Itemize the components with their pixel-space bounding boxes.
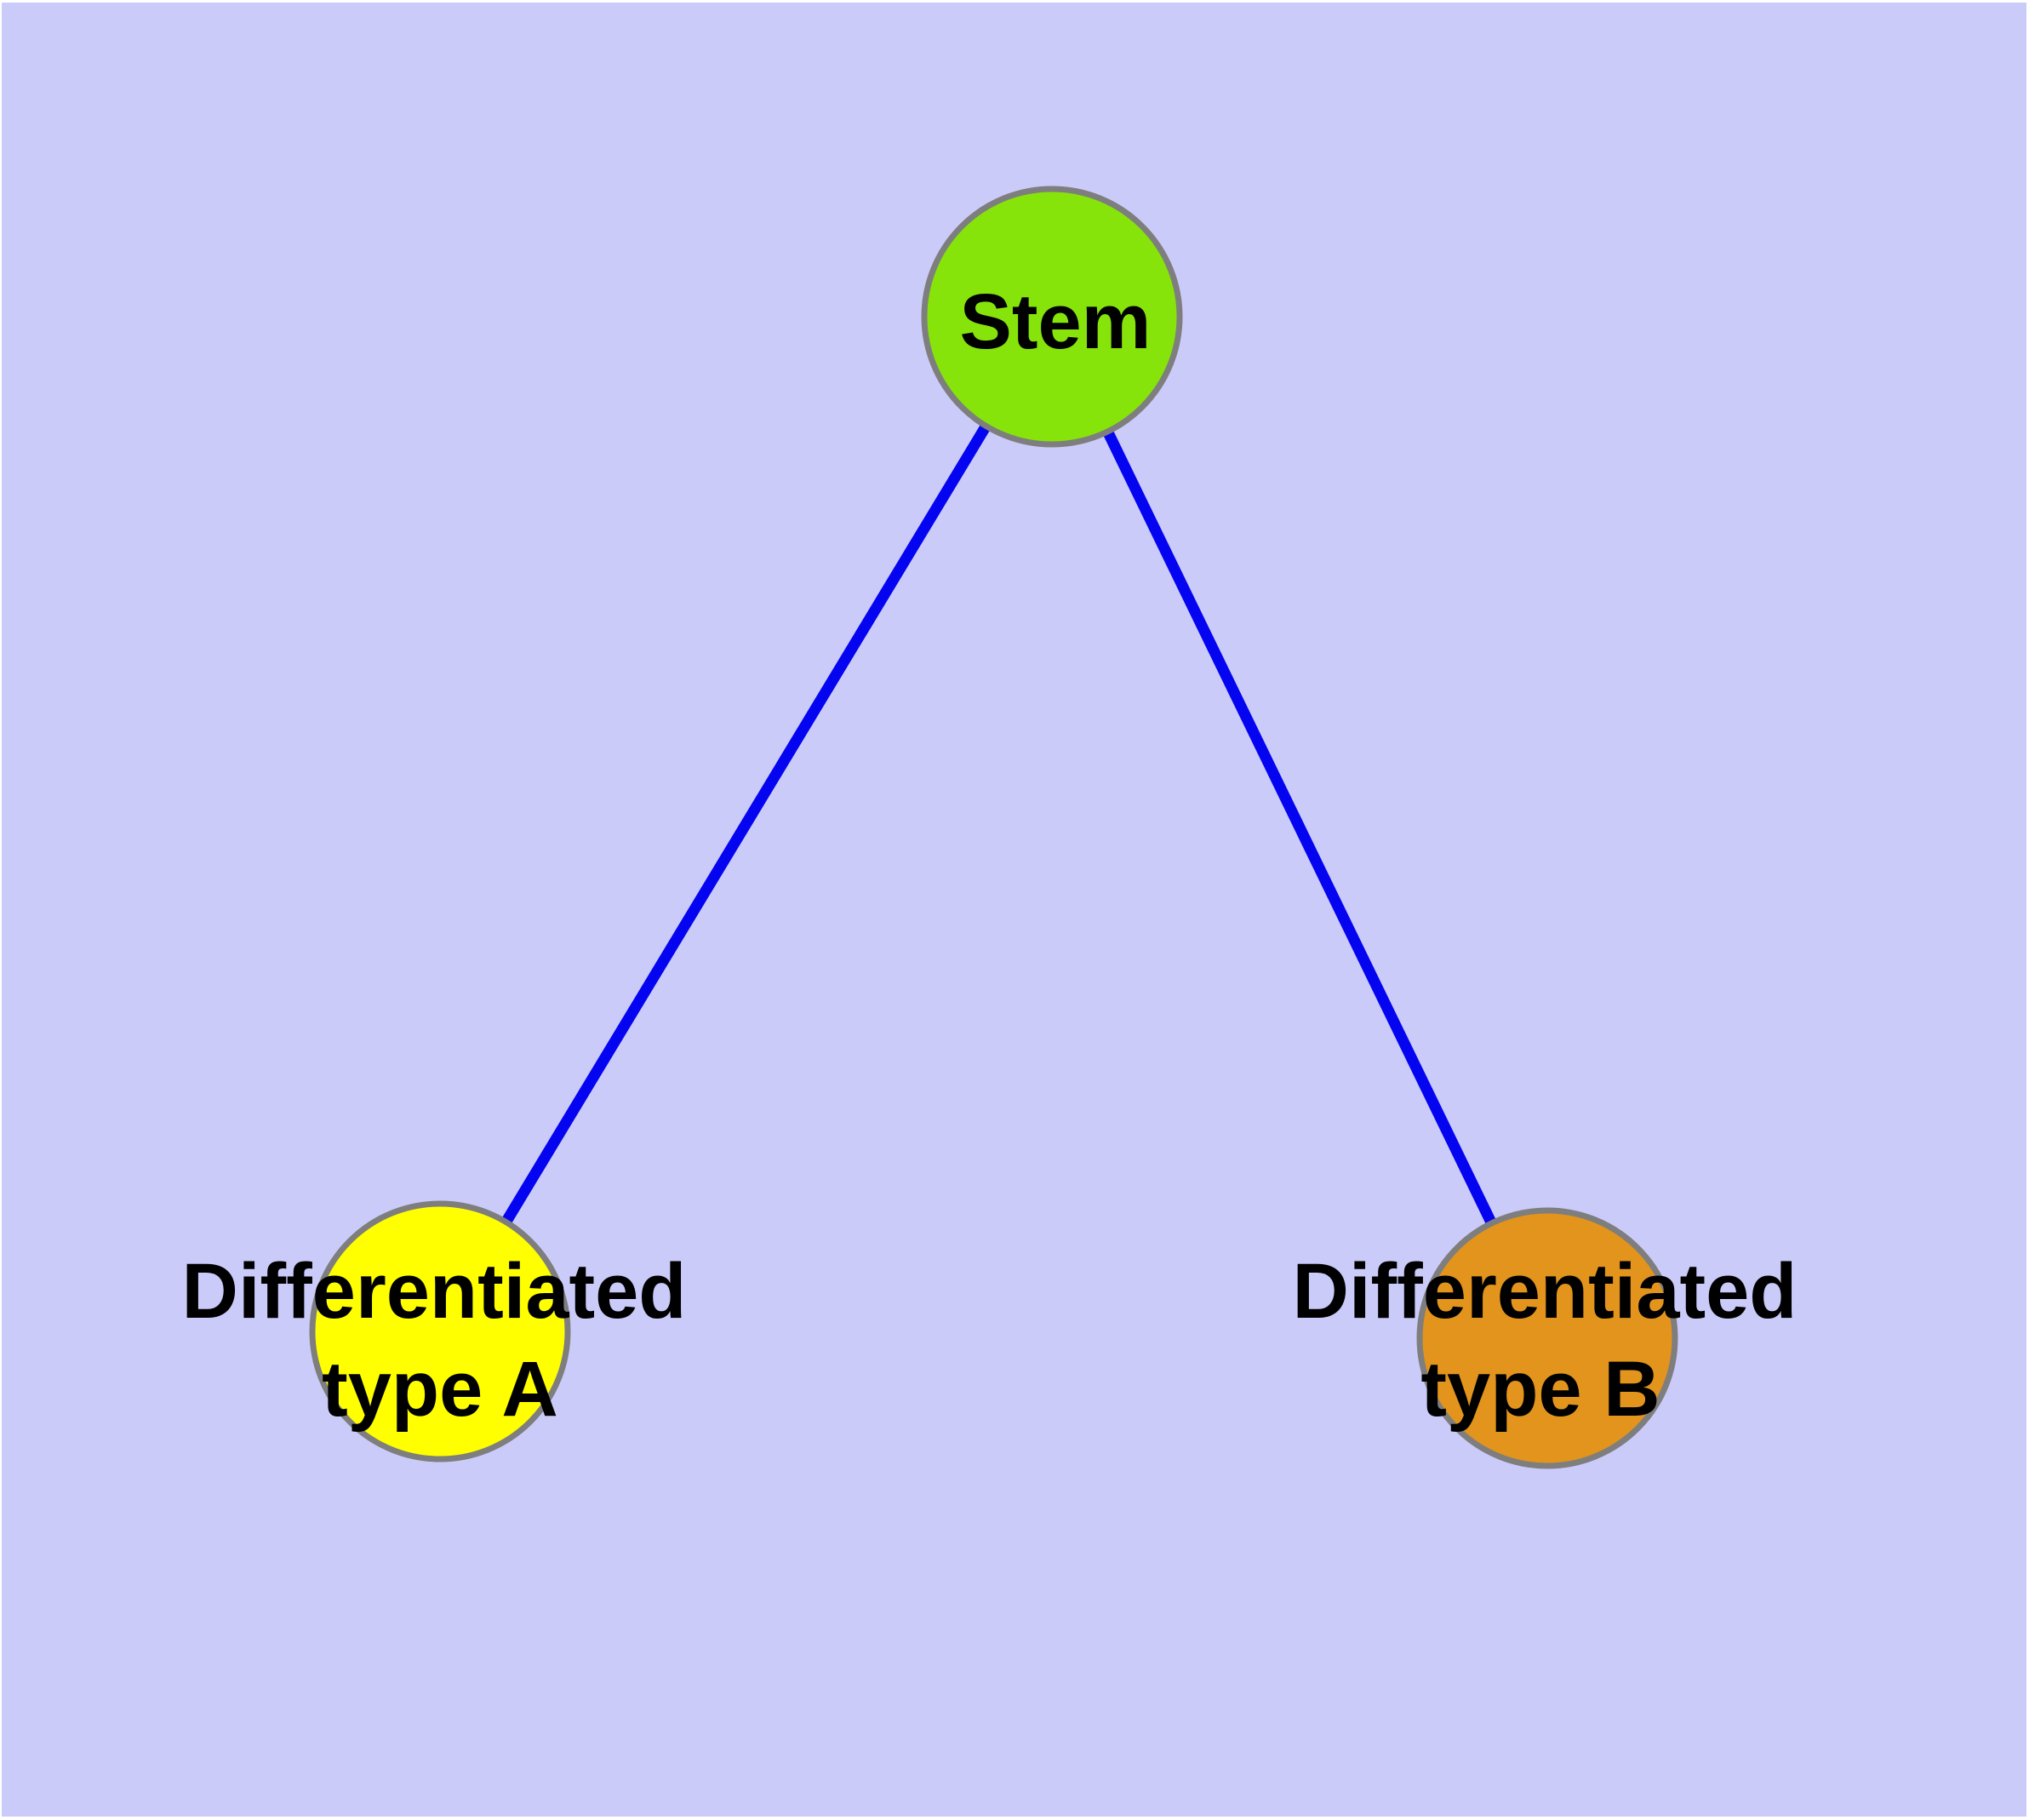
node-differentiated-type-b-label-line2: type B — [1420, 1346, 1660, 1433]
node-differentiated-type-a: Differentiated type A — [182, 1200, 687, 1462]
node-stem: Stem — [921, 186, 1183, 448]
edge-stem-to-type-a — [435, 313, 1057, 1335]
edge-stem-to-type-b — [1047, 314, 1552, 1341]
node-differentiated-type-a-circle — [309, 1200, 571, 1462]
node-differentiated-type-b: Differentiated type B — [1293, 1207, 1798, 1469]
node-stem-circle — [921, 186, 1183, 448]
node-differentiated-type-b-label-line1: Differentiated — [1293, 1248, 1798, 1335]
node-differentiated-type-a-label-line2: type A — [322, 1346, 558, 1433]
node-stem-label: Stem — [960, 278, 1152, 365]
node-differentiated-type-a-label-line1: Differentiated — [182, 1248, 687, 1335]
node-differentiated-type-b-circle — [1416, 1207, 1678, 1469]
